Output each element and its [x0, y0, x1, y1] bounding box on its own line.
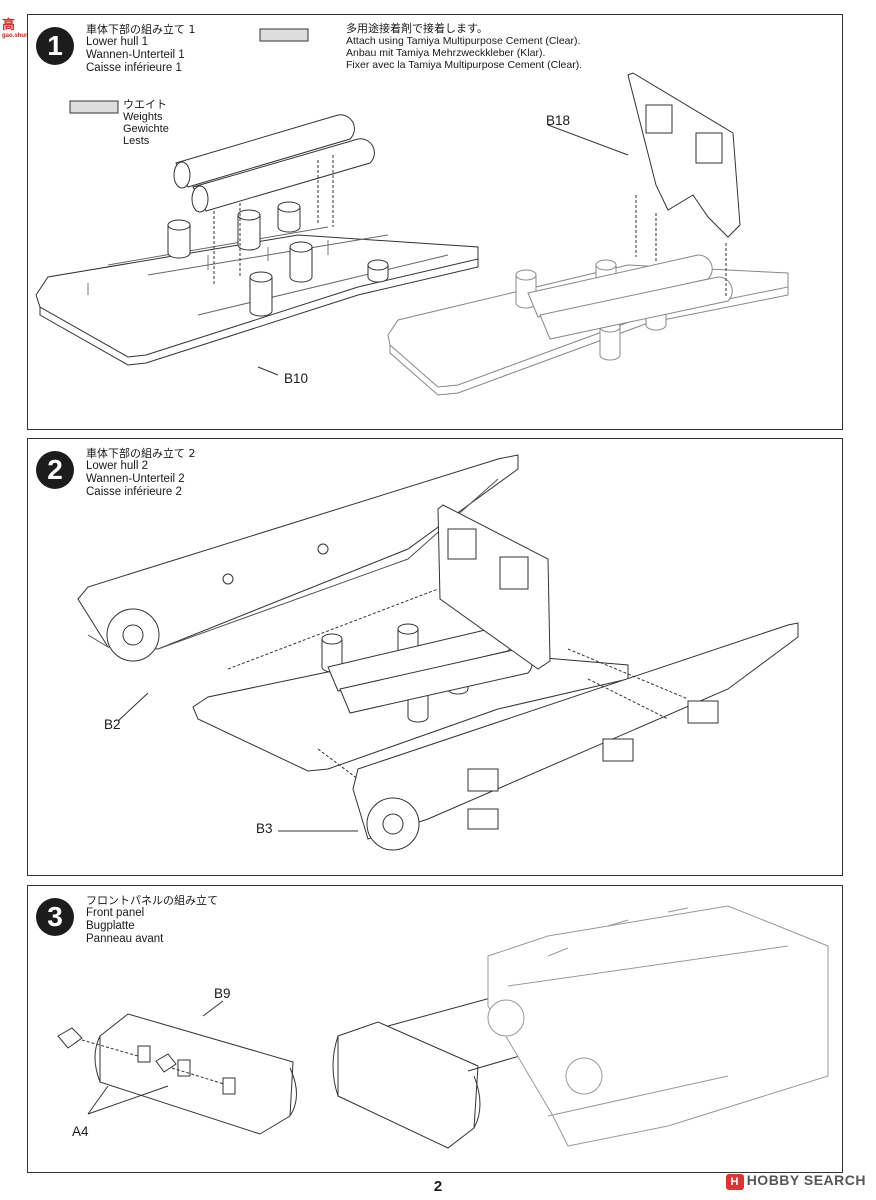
step-1-title: 車体下部の組み立て 1 Lower hull 1 Wannen-Untertei…: [86, 23, 196, 75]
step-3-title-fr: Panneau avant: [86, 933, 164, 945]
step-3-title-jp: フロントパネルの組み立て: [86, 894, 218, 907]
part-label-b10: B10: [284, 371, 309, 386]
page-number: 2: [433, 1178, 443, 1195]
watermark-logo: 高 gao.shun.net: [2, 14, 39, 39]
step-1-number: 1: [36, 27, 74, 65]
cement-note: 多用途接着剤で接着します。 Attach using Tamiya Multip…: [346, 22, 583, 72]
weights-note-en: Weights: [123, 111, 163, 123]
step-2-title-en: Lower hull 2: [86, 460, 149, 472]
part-label-a4: A4: [72, 1124, 89, 1139]
step-1-panel: 1 車体下部の組み立て 1 Lower hull 1 Wannen-Untert…: [27, 14, 843, 430]
cement-note-fr: Fixer avec la Tamiya Multipurpose Cement…: [346, 59, 583, 71]
weights-note-de: Gewichte: [123, 123, 169, 135]
cement-note-de: Anbau mit Tamiya Mehrzweckkleber (Klar).: [346, 47, 546, 59]
weights-note-fr: Lests: [123, 135, 150, 147]
step-3-number: 3: [36, 898, 74, 936]
part-label-b18: B18: [546, 113, 571, 128]
step-3-title: フロントパネルの組み立て Front panel Bugplatte Panne…: [86, 894, 218, 946]
step-2-title-fr: Caisse inférieure 2: [86, 486, 182, 498]
watermark-url: gao.shun.net: [2, 33, 40, 39]
step-2-title-de: Wannen-Unterteil 2: [86, 473, 185, 485]
step-1-title-fr: Caisse inférieure 1: [86, 62, 182, 74]
step-2-drawing: [28, 439, 843, 876]
weights-note: ウエイト Weights Gewichte Lests: [123, 98, 169, 148]
part-label-b2: B2: [104, 717, 121, 732]
step-2-panel: 2 車体下部の組み立て 2 Lower hull 2 Wannen-Untert…: [27, 438, 843, 876]
step-2-number: 2: [36, 451, 74, 489]
step-1-drawing: [28, 15, 843, 430]
step-3-title-en: Front panel: [86, 907, 145, 919]
watermark-logo-glyph: 高: [2, 17, 16, 32]
part-label-b3: B3: [256, 821, 273, 836]
step-2-title: 車体下部の組み立て 2 Lower hull 2 Wannen-Untertei…: [86, 447, 196, 499]
weights-note-jp: ウエイト: [123, 98, 167, 111]
cement-note-jp: 多用途接着剤で接着します。: [346, 22, 488, 35]
hobby-search-text: HOBBY SEARCH: [746, 1172, 866, 1188]
step-1-title-de: Wannen-Unterteil 1: [86, 49, 185, 61]
step-3-panel: 3 フロントパネルの組み立て Front panel Bugplatte Pan…: [27, 885, 843, 1173]
step-3-drawing: [28, 886, 843, 1173]
cement-note-en: Attach using Tamiya Multipurpose Cement …: [346, 35, 581, 47]
step-2-title-jp: 車体下部の組み立て 2: [86, 447, 196, 460]
hobby-search-logo-icon: H: [725, 1174, 744, 1190]
part-label-b9: B9: [214, 986, 231, 1001]
step-1-title-jp: 車体下部の組み立て 1: [86, 23, 196, 36]
step-3-title-de: Bugplatte: [86, 920, 135, 932]
step-1-title-en: Lower hull 1: [86, 36, 149, 48]
